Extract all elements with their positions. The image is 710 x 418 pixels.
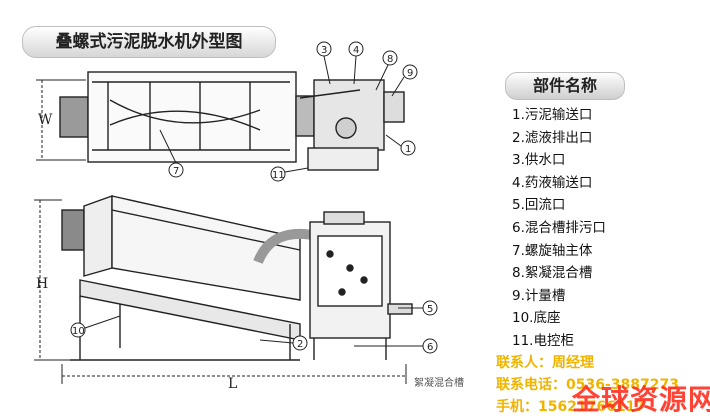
part-item: 11.电控柜 — [512, 332, 574, 349]
width-label: W — [38, 112, 53, 128]
contact-mobile: 手机：15621766117 — [496, 399, 646, 415]
part-item: 6.混合槽排污口 — [512, 219, 606, 236]
part-item: 4.药液输送口 — [512, 174, 593, 191]
svg-text:11: 11 — [272, 170, 285, 181]
parts-heading: 部件名称 — [505, 72, 625, 100]
svg-text:8: 8 — [387, 54, 393, 65]
svg-text:2: 2 — [297, 339, 303, 350]
bottom-caption: 絮凝混合槽 — [414, 378, 464, 389]
part-item: 1.污泥输送口 — [512, 107, 593, 123]
svg-text:9: 9 — [407, 68, 413, 79]
part-item: 8.絮凝混合槽 — [512, 265, 593, 282]
length-dimension — [61, 364, 407, 384]
length-label: L — [228, 376, 237, 392]
contact-phone: 联系电话：0536-3887273 — [496, 377, 679, 393]
contact-person: 联系人：周经理 — [496, 355, 594, 371]
svg-text:7: 7 — [173, 166, 179, 177]
svg-text:6: 6 — [427, 342, 433, 353]
side-view — [61, 195, 413, 361]
part-item: 7.螺旋轴主体 — [512, 242, 593, 259]
diagram-title: 叠螺式污泥脱水机外型图 — [22, 26, 276, 58]
part-item: 10.底座 — [512, 310, 561, 327]
parts-list: 1.污泥输送口 2.滤液排出口 3.供水口 4.药液输送口 5.回流口 6.混合… — [512, 104, 606, 353]
svg-text:10: 10 — [72, 326, 85, 337]
svg-text:4: 4 — [353, 45, 359, 56]
width-dimension — [36, 79, 86, 161]
part-item: 9.计量槽 — [512, 287, 566, 304]
svg-text:3: 3 — [321, 45, 327, 56]
top-view — [59, 71, 405, 171]
part-item: 3.供水口 — [512, 152, 566, 169]
part-item: 2.滤液排出口 — [512, 129, 593, 146]
part-item: 5.回流口 — [512, 197, 566, 214]
height-dimension — [34, 199, 70, 361]
callout-numbers: 1 2 3 4 5 6 7 8 9 10 11 — [72, 45, 433, 353]
height-label: H — [36, 276, 48, 292]
svg-text:1: 1 — [405, 144, 411, 155]
svg-text:5: 5 — [427, 304, 433, 315]
watermark: 全球资源网 — [572, 383, 710, 416]
callout-markers — [70, 41, 438, 354]
